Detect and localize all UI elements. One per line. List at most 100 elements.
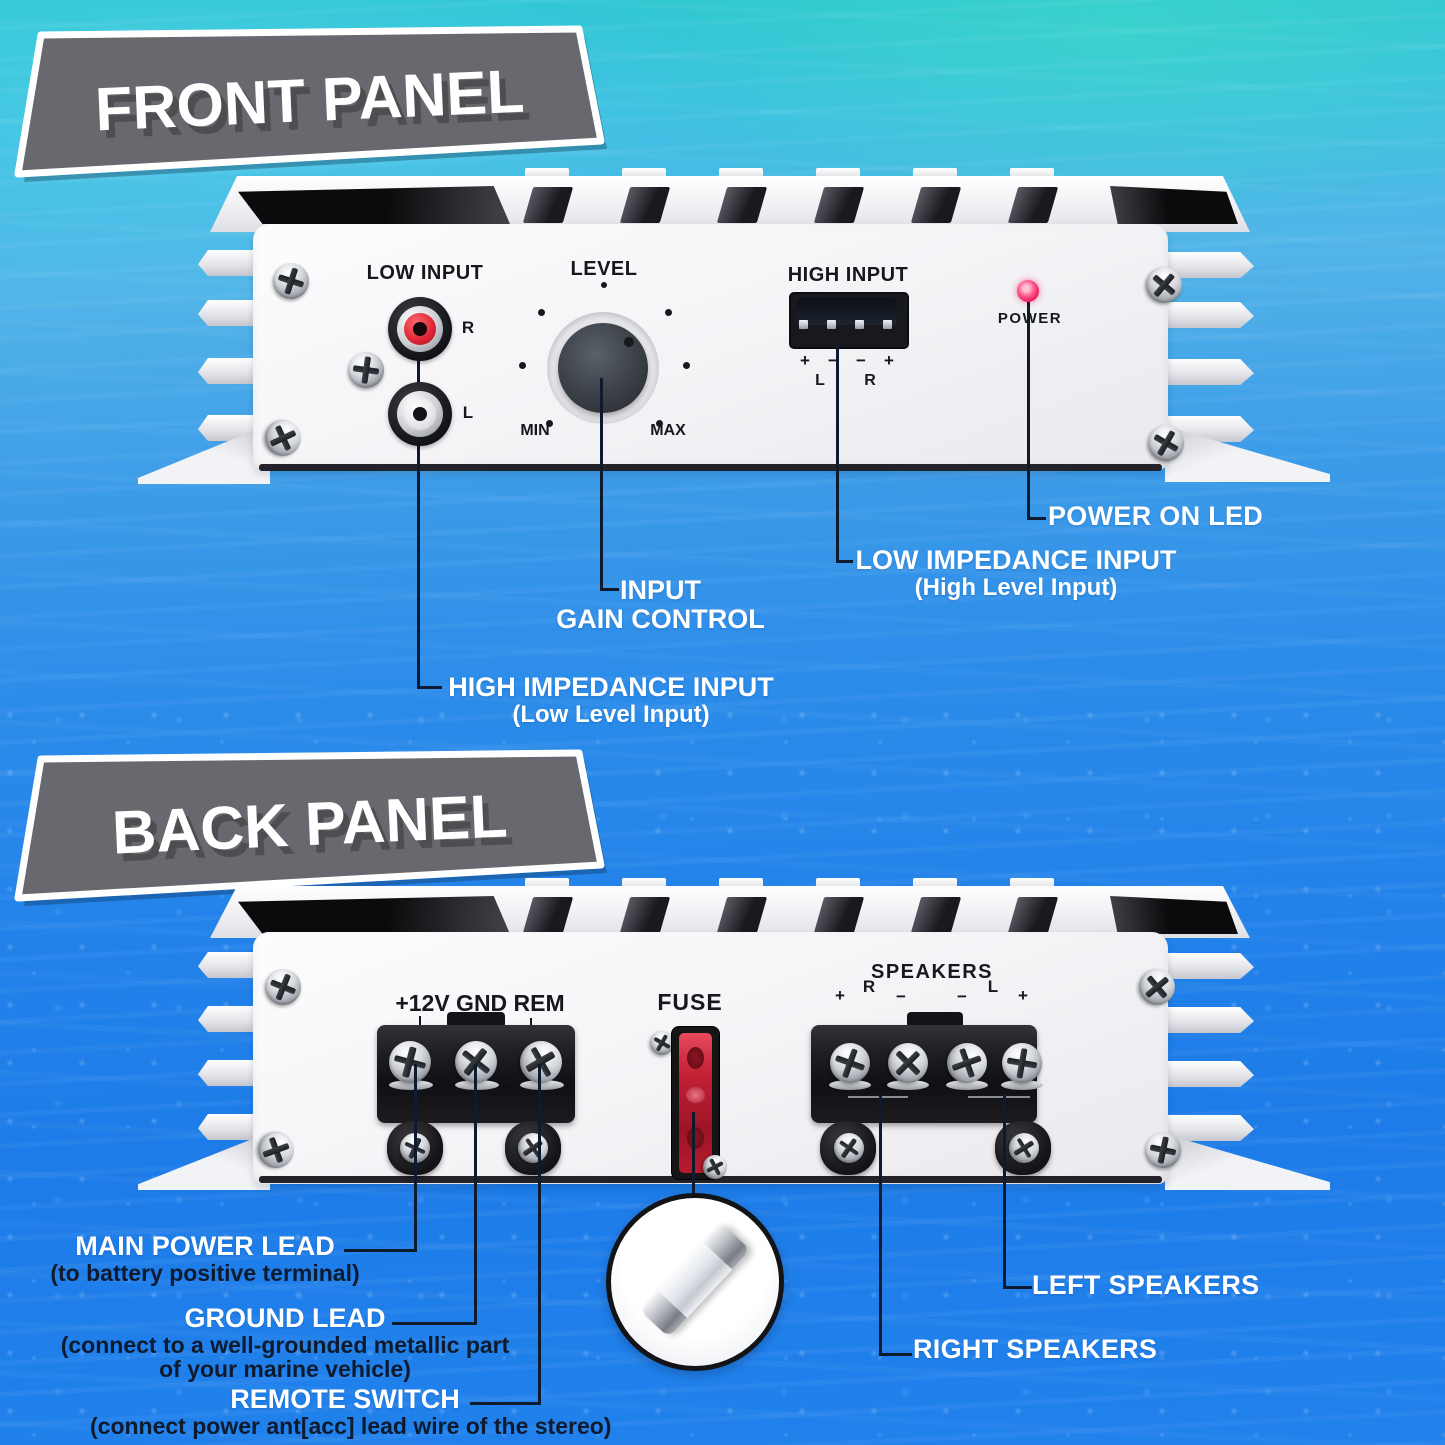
- front-right-fin: [1168, 252, 1254, 278]
- high-input-connector[interactable]: [789, 292, 909, 349]
- speaker-polarity: L: [987, 977, 999, 996]
- terminal-washer: [520, 1080, 564, 1090]
- high-impedance-callout-line: [417, 360, 442, 689]
- high-impedance-sub: (Low Level Input): [512, 701, 710, 728]
- high-input-left-label: L: [815, 372, 825, 389]
- heatsink-slot: [619, 187, 671, 223]
- ground-sub1: (connect to a well-grounded metallic par…: [60, 1332, 510, 1358]
- level-label: LEVEL: [570, 258, 638, 280]
- rca-hole: [413, 322, 427, 336]
- power-on-led-callout: POWER ON LED: [1048, 501, 1264, 531]
- gain-tick-dot: [683, 362, 690, 369]
- high-input-polarity-minus: −: [828, 351, 838, 370]
- front-left-fin: [198, 358, 260, 384]
- high-input-label: HIGH INPUT: [787, 264, 909, 286]
- rca-jack-right: [388, 297, 452, 361]
- ground-title: GROUND LEAD: [184, 1303, 386, 1333]
- heatsink-slot: [716, 187, 768, 223]
- heatsink-vent-opening: [238, 186, 510, 224]
- terminal-block-tab: [907, 1012, 963, 1028]
- gain-callout: INPUT GAIN CONTROL: [553, 576, 768, 634]
- heatsink-slot: [813, 897, 865, 933]
- low-impedance-sub: (High Level Input): [914, 574, 1118, 601]
- speaker-polarity: −: [957, 987, 967, 1006]
- front-left-fin: [198, 250, 260, 276]
- high-impedance-title: HIGH IMPEDANCE INPUT: [448, 672, 774, 702]
- heatsink-vent-opening: [238, 896, 510, 934]
- main-power-callout-line: [344, 1064, 417, 1252]
- connector-pin: [883, 320, 892, 329]
- back-right-fin: [1168, 953, 1254, 979]
- remote-title: REMOTE SWITCH: [230, 1384, 460, 1414]
- gain-tick-dot: [665, 309, 672, 316]
- max-label: MAX: [650, 422, 686, 439]
- fuse-label: FUSE: [657, 989, 723, 1015]
- speaker-polarity: −: [896, 987, 906, 1006]
- main-power-title: MAIN POWER LEAD: [75, 1231, 335, 1261]
- gain-tick-dot: [519, 362, 526, 369]
- connector-pin: [799, 320, 808, 329]
- back-panel-banner: BACK PANEL BACK PANEL: [14, 749, 607, 906]
- left-speakers-callout-line: [1003, 1094, 1032, 1289]
- front-right-fin: [1168, 302, 1254, 328]
- remote-callout: REMOTE SWITCH (connect power ant[acc] le…: [90, 1384, 612, 1439]
- fuse-end-cap: [687, 1127, 704, 1149]
- front-right-fin: [1168, 359, 1254, 385]
- heatsink-slot: [716, 897, 768, 933]
- heatsink-slot: [1007, 897, 1059, 933]
- terminal-washer: [829, 1080, 871, 1090]
- remote-sub: (connect power ant[acc] lead wire of the…: [90, 1413, 612, 1439]
- terminal-washer: [389, 1080, 433, 1090]
- low-input-label: LOW INPUT: [366, 262, 484, 284]
- speakers-label: SPEAKERS: [870, 961, 994, 983]
- main-power-callout: MAIN POWER LEAD (to battery positive ter…: [40, 1231, 370, 1286]
- back-left-fin: [198, 1006, 260, 1032]
- remote-callout-line: [470, 1064, 541, 1405]
- rca-right-channel-label: R: [461, 318, 475, 337]
- back-left-fin: [198, 952, 260, 978]
- heatsink-slot: [522, 187, 574, 223]
- high-input-polarity-minus: −: [856, 351, 866, 370]
- min-label: MIN: [520, 422, 550, 439]
- heatsink-vent-opening: [1110, 896, 1238, 934]
- front-left-fin: [198, 300, 260, 326]
- back-right-fin: [1168, 1007, 1254, 1033]
- terminal-washer: [1001, 1080, 1043, 1090]
- rca-hole: [413, 407, 427, 421]
- ground-callout: GROUND LEAD (connect to a well-grounded …: [55, 1303, 515, 1382]
- heatsink-vent-opening: [1110, 186, 1238, 224]
- gain-callout-line: [600, 378, 619, 591]
- right-speakers-callout-line: [879, 1094, 912, 1356]
- fuse-inset-circle: [606, 1193, 784, 1371]
- heatsink-slot: [813, 187, 865, 223]
- glass-fuse-illustration: [639, 1222, 751, 1338]
- heatsink-slot: [910, 187, 962, 223]
- gain-tick-dot: [538, 309, 545, 316]
- speaker-polarity: R: [862, 977, 876, 996]
- back-right-fin: [1168, 1061, 1254, 1087]
- gain-tick-dot: [546, 420, 553, 427]
- front-banner-plate: [14, 25, 605, 178]
- block-groove: [848, 1096, 908, 1098]
- terminal-separator: [931, 1029, 944, 1101]
- low-impedance-callout: LOW IMPEDANCE INPUT (High Level Input): [848, 546, 1184, 601]
- terminal-separator: [989, 1029, 1002, 1101]
- terminal-washer: [946, 1080, 988, 1090]
- speaker-polarity: +: [835, 986, 845, 1005]
- terminal-washer: [455, 1080, 499, 1090]
- front-heatsink-top: [210, 176, 1250, 232]
- low-impedance-title: LOW IMPEDANCE INPUT: [855, 545, 1177, 575]
- back-left-fin: [198, 1060, 260, 1086]
- terminal-washer: [887, 1080, 929, 1090]
- low-impedance-callout-line: [836, 346, 853, 563]
- heatsink-slot: [522, 897, 574, 933]
- connector-pin: [827, 320, 836, 329]
- speaker-polarity: +: [1018, 986, 1028, 1005]
- power-terminals-label: +12V GND REM: [395, 990, 565, 1016]
- heatsink-slot: [1007, 187, 1059, 223]
- high-input-right-label: R: [864, 372, 876, 389]
- connector-slot: [797, 298, 897, 325]
- gain-callout-line2: GAIN CONTROL: [556, 604, 765, 634]
- back-banner-plate: [14, 749, 605, 902]
